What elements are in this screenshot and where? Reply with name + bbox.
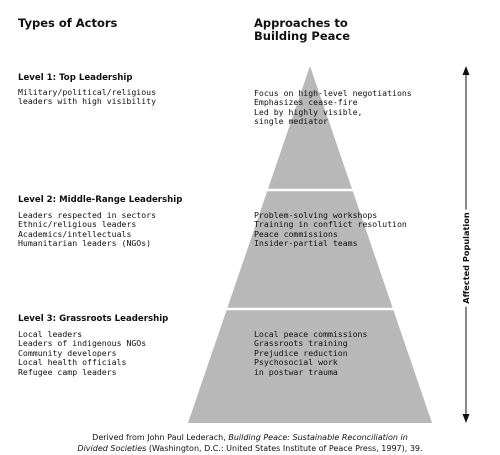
list-item: Grassroots training — [254, 338, 348, 349]
list-item: leaders with high visibility — [18, 96, 157, 107]
level-2-approaches-list: Problem-solving workshops Training in co… — [254, 210, 407, 249]
level-1-actors-list: Military/political/religious leaders wit… — [18, 87, 157, 107]
approaches-heading-line-2: Building Peace — [254, 29, 351, 43]
list-item: Ethnic/religious leaders — [18, 219, 137, 230]
pyramid-shape — [188, 66, 432, 423]
list-item: Leaders of indigenous NGOs — [18, 338, 147, 349]
list-item: in postwar trauma — [254, 366, 338, 377]
list-item: Community developers — [18, 347, 117, 358]
list-item: Led by highly visible, — [254, 106, 363, 117]
level-3-approaches-list: Local peace commissions Grassroots train… — [254, 329, 368, 377]
list-item: Local peace commissions — [254, 329, 368, 339]
source-caption: Derived from John Paul Lederach, Buildin… — [0, 433, 500, 454]
level-1-approaches-list: Focus on high-level negotiations Emphasi… — [254, 88, 412, 127]
list-item: Problem-solving workshops — [254, 210, 378, 220]
caption-book-title-part-2: Divided Societies — [77, 443, 147, 453]
list-item: Prejudice reduction — [254, 347, 348, 358]
level-3-title: Level 3: Grassroots Leadership — [18, 314, 169, 324]
arrow-up-icon — [462, 66, 470, 75]
list-item: Insider-partial teams — [254, 238, 358, 249]
caption-line-1: Derived from John Paul Lederach, Buildin… — [0, 433, 500, 444]
level-3-actors-list: Local leaders Leaders of indigenous NGOs… — [18, 329, 147, 377]
caption-line-2: Divided Societies (Washington, D.C.: Uni… — [0, 444, 500, 455]
list-item: Leaders respected in sectors — [18, 210, 157, 220]
list-item: Local leaders — [18, 329, 83, 339]
actors-column-heading: Types of Actors — [18, 17, 117, 30]
list-item: Peace commissions — [254, 228, 338, 239]
level-2-actors-list: Leaders respected in sectors Ethnic/reli… — [18, 210, 157, 249]
arrow-down-icon — [462, 414, 470, 423]
approaches-column-heading: Approaches to Building Peace — [254, 17, 350, 43]
list-item: Emphasizes cease-fire — [254, 97, 358, 108]
approaches-heading-line-1: Approaches to — [254, 16, 348, 30]
level-1-title: Level 1: Top Leadership — [18, 73, 133, 83]
actors-heading-text: Types of Actors — [18, 16, 118, 30]
caption-suffix: (Washington, D.C.: United States Institu… — [146, 443, 423, 453]
caption-book-title-part-1: Building Peace: Sustainable Reconciliati… — [228, 433, 408, 442]
list-item: Training in conflict resolution — [254, 219, 407, 230]
level-2-title: Level 2: Middle-Range Leadership — [18, 195, 183, 205]
list-item: Academics/intellectuals — [18, 228, 132, 239]
list-item: Psychosocial work — [254, 357, 338, 368]
list-item: Focus on high-level negotiations — [254, 88, 412, 98]
list-item: Refugee camp leaders — [18, 366, 117, 377]
affected-population-label: Affected Population — [461, 209, 471, 307]
list-item: Humanitarian leaders (NGOs) — [18, 238, 152, 249]
list-item: single mediator — [254, 116, 328, 127]
list-item: Military/political/religious — [18, 87, 157, 97]
caption-prefix: Derived from John Paul Lederach, — [92, 433, 229, 442]
list-item: Local health officials — [18, 357, 127, 368]
